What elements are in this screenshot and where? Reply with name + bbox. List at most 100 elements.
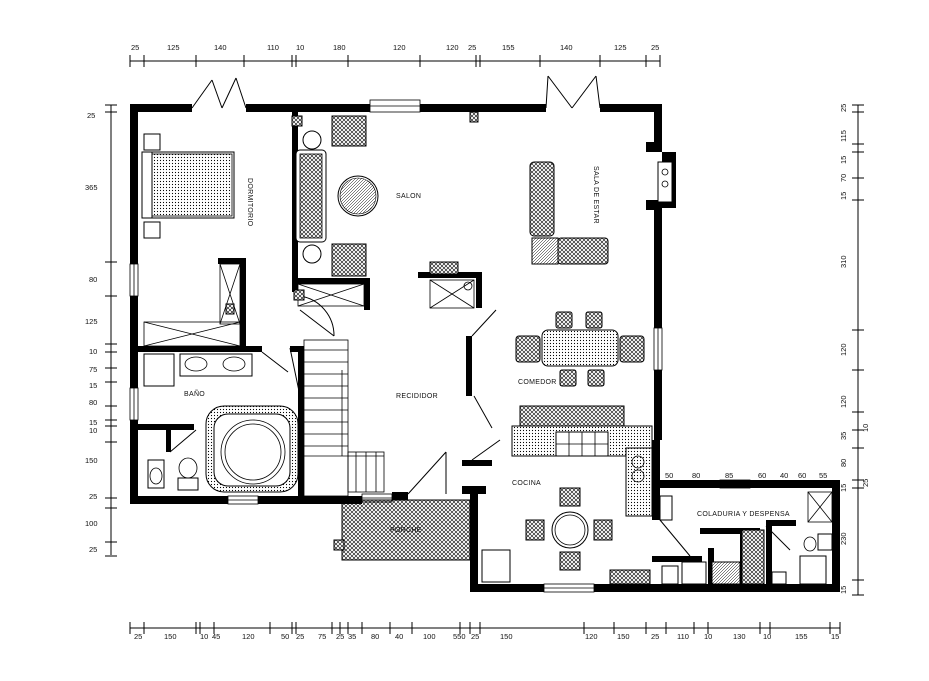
dim-right-label: 120 [839,343,848,356]
dim-left-label: 10 [89,426,97,435]
dim-bottom-label: 155 [795,632,808,641]
dim-right-label: 15 [839,484,848,492]
room-labels: DORMITORIO SALON SALA DE ESTAR BAÑO RECI… [184,166,790,534]
dim-service-label: 60 [798,471,806,480]
room-label-salon: SALON [396,193,421,200]
dim-right-label: 230 [839,532,848,545]
dimension-bottom: 25 150 10 45 120 50 25 75 25 35 80 40 10… [134,632,839,641]
dim-top-label: 110 [267,43,279,52]
doors [169,75,791,557]
dimension-right: 25 115 15 70 15 310 120 120 35 80 15 230… [839,104,870,594]
dim-left-label: 10 [89,347,97,356]
dim-service-label: 85 [725,471,733,480]
dim-left-label: 80 [89,398,97,407]
dining-furniture [515,311,645,387]
dim-bottom-label: 25 [336,632,344,641]
dim-left-label: 80 [89,275,97,284]
dim-bottom-label: 110 [677,632,689,641]
dim-left-label: 125 [85,317,98,326]
dim-service-label: 50 [665,471,673,480]
dim-top-label: 125 [614,43,627,52]
walls [130,104,840,592]
dim-bottom-label: 10 [704,632,712,641]
dimension-top: 25 125 140 110 10 180 120 120 25 155 140… [131,43,659,52]
room-label-comedor: COMEDOR [518,379,557,386]
dimension-left: 25 365 80 125 10 75 15 80 15 10 150 25 1… [85,111,98,554]
dim-left-label: 25 [89,492,97,501]
kitchen-furniture [481,405,653,585]
center-closet [429,261,475,309]
room-label-porche: PORCHE [390,527,422,534]
dim-service-label: 40 [780,471,788,480]
dim-bottom-label: 150 [617,632,630,641]
dim-top-label: 140 [560,43,573,52]
dim-right-label: 15 [839,192,848,200]
dim-bottom-label: 10 [763,632,771,641]
dim-right-label: 120 [839,395,848,408]
dim-top-label: 125 [167,43,180,52]
dim-top-label: 140 [214,43,227,52]
bathroom-fixtures [143,353,299,493]
dimension-ticks [105,55,864,634]
dim-left-label: 25 [89,545,97,554]
dim-top-label: 180 [333,43,346,52]
dim-right-label: 25 [861,479,870,487]
dim-left-label: 15 [89,418,97,427]
windows [129,99,751,593]
room-label-recibidor: RECIDIDOR [396,393,438,400]
dimension-service: 50 80 85 60 40 60 55 [665,471,827,480]
room-label-bano: BAÑO [184,389,205,398]
dim-bottom-label: 120 [242,632,255,641]
stairs [303,339,385,497]
dim-bottom-label: 25 [134,632,142,641]
dim-top-label: 25 [468,43,476,52]
dim-right-label: 10 [861,424,870,432]
bedroom-furniture [141,133,241,347]
dim-service-label: 60 [758,471,766,480]
dim-top-label: 25 [651,43,659,52]
dim-bottom-label: 10 [200,632,208,641]
dim-top-label: 120 [393,43,406,52]
dim-top-label: 25 [131,43,139,52]
dim-left-label: 25 [87,111,95,120]
dim-bottom-label: 150 [164,632,177,641]
dim-bottom-label: 130 [733,632,746,641]
dim-left-label: 15 [89,381,97,390]
room-label-sala-de-estar: SALA DE ESTAR [592,166,599,224]
dim-bottom-label: 25 [471,632,479,641]
salon-furniture [291,115,379,307]
room-label-dormitorio: DORMITORIO [246,178,253,227]
dim-right-label: 15 [839,586,848,594]
dim-bottom-label: 150 [500,632,513,641]
dim-bottom-label: 75 [318,632,326,641]
dim-right-label: 80 [839,459,848,467]
dim-bottom-label: 15 [831,632,839,641]
laundry-furniture [659,491,833,585]
dim-top-label: 155 [502,43,515,52]
dim-bottom-label: 40 [395,632,403,641]
dim-bottom-label: 50 [281,632,289,641]
dim-bottom-label: 35 [348,632,356,641]
dim-right-label: 310 [839,255,848,268]
dim-left-label: 100 [85,519,98,528]
columns [225,111,662,551]
dim-bottom-label: 120 [585,632,598,641]
dim-right-label: 15 [839,156,848,164]
dim-bottom-label: 100 [423,632,436,641]
dim-bottom-label: 550 [453,632,466,641]
dim-left-label: 365 [85,183,98,192]
dim-top-label: 10 [296,43,304,52]
dim-left-label: 150 [85,456,98,465]
dim-service-label: 55 [819,471,827,480]
dim-service-label: 80 [692,471,700,480]
dim-right-label: 115 [839,130,848,142]
dim-bottom-label: 80 [371,632,379,641]
living-furniture [529,161,673,265]
dim-right-label: 35 [839,432,848,440]
room-label-coladuria: COLADURIA Y DESPENSA [697,511,790,518]
dim-right-label: 25 [839,104,848,112]
dim-bottom-label: 45 [212,632,220,641]
porche-floor [341,499,471,561]
dim-right-label: 70 [839,174,848,182]
